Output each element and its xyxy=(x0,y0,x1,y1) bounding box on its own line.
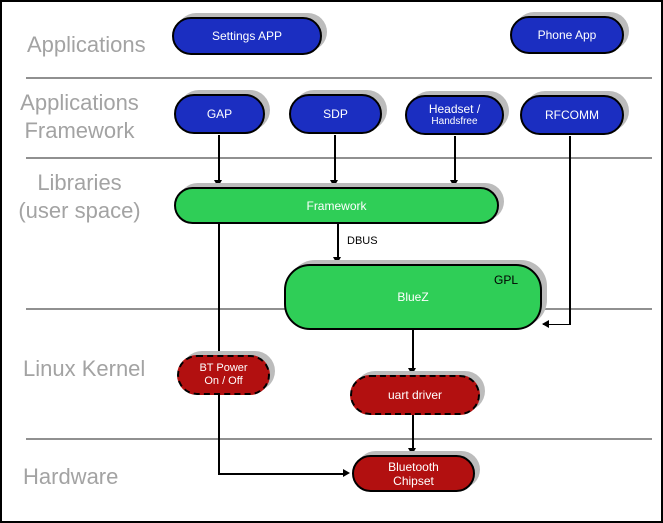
edge-rfcomm-to-bluez-vertical xyxy=(569,136,571,325)
node-headset-handsfree: Headset / Handsfree xyxy=(405,95,504,135)
layer-label-text: Linux Kernel xyxy=(23,356,146,381)
gpl-badge: GPL xyxy=(493,273,518,287)
separator-linux-kernel xyxy=(26,438,652,440)
arrowhead-down-icon xyxy=(333,257,341,264)
node-framework: Framework xyxy=(174,187,499,224)
node-label: uart driver xyxy=(387,388,443,402)
layer-label-text: Applications xyxy=(20,90,139,115)
layer-label-text: Libraries xyxy=(37,170,122,195)
node-label: RFCOMM xyxy=(545,108,599,122)
separator-applications xyxy=(26,77,652,79)
node-sdp: SDP xyxy=(289,94,382,134)
node-label: Headset / xyxy=(428,102,481,116)
edge-bluez-to-uart xyxy=(412,330,414,370)
node-bt-power: BT Power On / Off xyxy=(177,355,270,395)
node-label: Bluetooth xyxy=(388,459,439,474)
layer-label-libraries: Libraries (user space) xyxy=(12,169,147,225)
node-uart-driver: uart driver xyxy=(350,375,480,415)
node-label: BlueZ xyxy=(397,290,429,304)
arrowhead-down-icon xyxy=(408,368,416,375)
edge-framework-to-chipset-vertical xyxy=(218,224,220,474)
layer-label-hardware: Hardware xyxy=(23,463,118,491)
node-label: Phone App xyxy=(537,28,597,42)
node-label: Framework xyxy=(306,198,367,213)
dbus-edge-label: DBUS xyxy=(345,235,380,247)
node-gap: GAP xyxy=(174,94,265,134)
arrowhead-down-icon xyxy=(408,448,416,455)
edge-rfcomm-to-bluez-horizontal xyxy=(543,323,570,326)
node-rfcomm: RFCOMM xyxy=(520,95,624,135)
edge-framework-to-chipset-horizontal xyxy=(218,473,344,475)
layer-label-text: Hardware xyxy=(23,464,119,489)
node-label: Settings APP xyxy=(211,29,283,43)
node-phone-app: Phone App xyxy=(510,16,624,54)
edge-headset-to-framework xyxy=(454,136,456,182)
layer-label-text: Applications xyxy=(27,32,146,57)
node-label: GAP xyxy=(206,107,233,121)
arrowhead-down-icon xyxy=(214,180,222,187)
layer-label-applications: Applications xyxy=(27,31,146,59)
node-label: BT Power xyxy=(199,362,248,374)
node-bluetooth-chipset: Bluetooth Chipset xyxy=(352,455,475,492)
arrowhead-right-icon xyxy=(343,469,350,477)
arrowhead-left-icon xyxy=(542,320,549,328)
node-label: Chipset xyxy=(393,473,434,488)
layer-label-text: (user space) xyxy=(18,198,141,223)
edge-framework-to-bluez-dbus xyxy=(337,224,339,259)
arrowhead-down-icon xyxy=(450,180,458,187)
node-label: On / Off xyxy=(204,375,243,387)
node-settings-app: Settings APP xyxy=(172,17,322,55)
layer-label-linux-kernel: Linux Kernel xyxy=(23,355,145,383)
edge-sdp-to-framework xyxy=(334,135,336,182)
node-label: SDP xyxy=(323,107,348,121)
layer-label-applications-framework: Applications Framework xyxy=(12,89,147,145)
edge-gap-to-framework xyxy=(218,135,220,182)
separator-applications-framework xyxy=(26,157,652,159)
layer-label-text: Framework xyxy=(24,118,135,143)
node-label: Handsfree xyxy=(431,116,478,127)
node-bluez: GPL BlueZ xyxy=(284,264,542,330)
edge-uart-to-chipset xyxy=(412,415,414,450)
arrowhead-down-icon xyxy=(330,180,338,187)
